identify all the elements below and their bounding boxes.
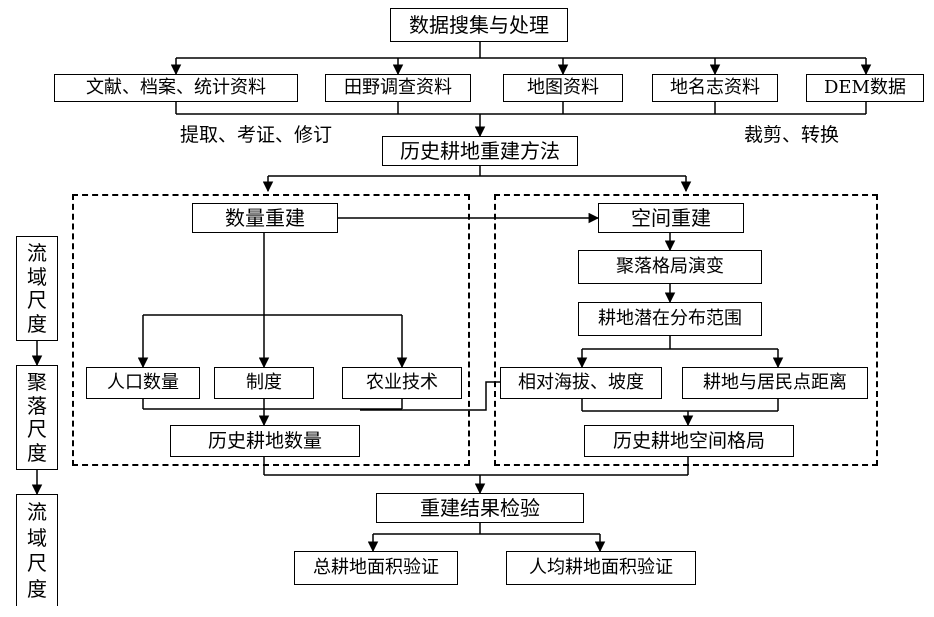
source-dem-box: DEM数据 (806, 74, 924, 102)
source-fieldwork-box: 田野调查资料 (325, 74, 471, 102)
scale-basin-box-1: 流 域 尺 度 (16, 236, 58, 341)
potential-distribution-box: 耕地潜在分布范围 (578, 302, 762, 336)
scale-basin-box-2: 流 域 尺 度 (16, 494, 58, 606)
settlement-pattern-box: 聚落格局演变 (578, 250, 762, 284)
validation-box: 重建结果检验 (376, 493, 584, 523)
settlement-distance-box: 耕地与居民点距离 (682, 367, 868, 399)
institution-box: 制度 (214, 367, 314, 399)
source-map-box: 地图资料 (503, 74, 623, 102)
per-capita-check-box: 人均耕地面积验证 (506, 551, 696, 585)
source-gazetteer-box: 地名志资料 (652, 74, 778, 102)
historical-cropland-quantity-box: 历史耕地数量 (170, 425, 360, 457)
agri-tech-box: 农业技术 (342, 367, 462, 399)
quantity-region (72, 194, 470, 466)
total-area-check-box: 总耕地面积验证 (294, 551, 458, 585)
quantity-reconstruction-box: 数量重建 (192, 203, 338, 233)
scale-settlement-box: 聚 落 尺 度 (16, 365, 58, 470)
data-collection-box: 数据搜集与处理 (390, 8, 568, 42)
spatial-reconstruction-box: 空间重建 (598, 203, 744, 233)
elevation-slope-box: 相对海拔、坡度 (500, 367, 662, 399)
historical-cropland-pattern-box: 历史耕地空间格局 (584, 425, 794, 457)
source-literature-box: 文献、档案、统计资料 (54, 74, 298, 102)
note-clip-label: 裁剪、转换 (744, 124, 840, 146)
population-box: 人口数量 (86, 367, 200, 399)
note-extract-label: 提取、考证、修订 (180, 124, 333, 146)
spatial-region (494, 194, 878, 466)
method-box: 历史耕地重建方法 (382, 136, 578, 166)
